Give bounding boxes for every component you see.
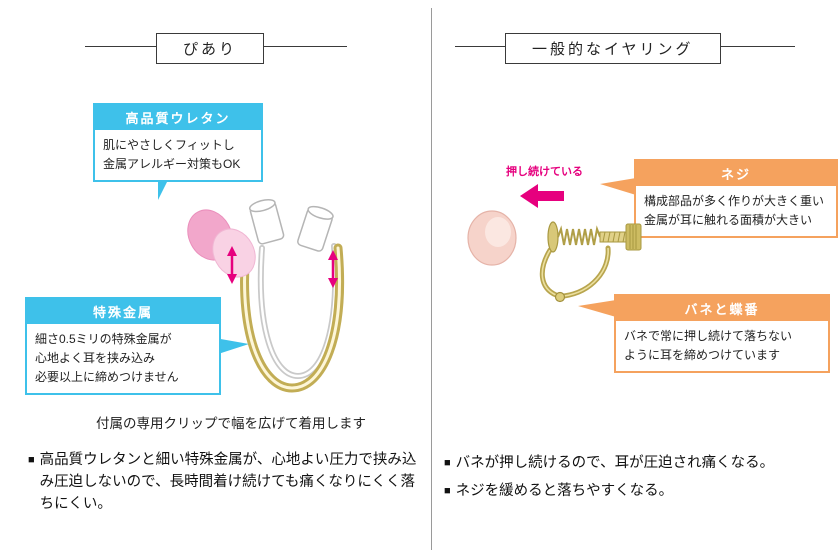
screw-callout-header: ネジ bbox=[636, 161, 836, 186]
screw-knob bbox=[625, 223, 642, 251]
urethane-cylinder-left bbox=[248, 198, 285, 245]
spring-body-line: ように耳を締めつけています bbox=[624, 348, 781, 362]
spring-callout-header: バネと蝶番 bbox=[616, 296, 828, 321]
spring-body-line: バネで常に押し続けて落ちない bbox=[624, 329, 793, 343]
piari-bullet: ■ 高品質ウレタンと細い特殊金属が、心地よい圧力で挟み込み圧迫しないので、長時間… bbox=[28, 449, 420, 515]
piari-earring-illustration bbox=[187, 198, 345, 393]
urethane-callout-header: 高品質ウレタン bbox=[95, 105, 261, 130]
pressure-arrow-right bbox=[328, 250, 338, 288]
metal-callout-header: 特殊金属 bbox=[27, 299, 219, 324]
metal-callout: 特殊金属 細さ0.5ミリの特殊金属が 心地よく耳を挟み込み 必要以上に締めつけま… bbox=[25, 297, 221, 395]
urethane-cylinder-right bbox=[297, 205, 334, 252]
frame-left-arm bbox=[539, 247, 559, 298]
urethane-callout: 高品質ウレタン 肌にやさしくフィットし 金属アレルギー対策もOK bbox=[93, 103, 263, 182]
pressing-arrow-icon bbox=[520, 184, 564, 208]
urethane-body-line: 金属アレルギー対策もOK bbox=[103, 157, 241, 171]
coil-spring bbox=[557, 225, 601, 246]
metal-body-line: 心地よく耳を挟み込み bbox=[35, 351, 156, 365]
metal-body-line: 細さ0.5ミリの特殊金属が bbox=[35, 332, 172, 346]
hinge bbox=[554, 291, 566, 303]
earlobe-highlight bbox=[485, 217, 511, 247]
spring-callout: バネと蝶番 バネで常に押し続けて落ちない ように耳を締めつけています bbox=[614, 294, 830, 373]
bullet-square-icon: ■ bbox=[444, 485, 451, 497]
metal-band-highlight bbox=[243, 246, 342, 390]
pressing-label: 押し続けている bbox=[506, 166, 583, 178]
regular-earring-title: 一般的なイヤリング bbox=[505, 33, 721, 64]
bullet-square-icon: ■ bbox=[28, 454, 35, 466]
screw-body-line: 金属が耳に触れる面積が大きい bbox=[644, 213, 813, 227]
screw-callout-tail bbox=[600, 178, 636, 195]
metal-body-line: 必要以上に締めつけません bbox=[35, 370, 179, 384]
pressure-arrow-left bbox=[227, 246, 237, 284]
frame-left-highlight bbox=[541, 249, 557, 296]
regular-earring-bullet: ■ バネが押し続けるので、耳が圧迫され痛くなる。 bbox=[444, 452, 836, 474]
screw-callout: ネジ 構成部品が多く作りが大きく重い 金属が耳に触れる面積が大きい bbox=[634, 159, 838, 238]
spring-callout-tail bbox=[578, 300, 616, 317]
clip-band-highlight bbox=[259, 244, 337, 378]
regular-earring-bullet: ■ ネジを緩めると落ちやすくなる。 bbox=[444, 480, 836, 502]
frame-right-highlight bbox=[563, 247, 609, 297]
column-divider bbox=[431, 8, 432, 550]
regular-earring-illustration bbox=[467, 184, 642, 303]
regular-earring-bullet-list: ■ バネが押し続けるので、耳が圧迫され痛くなる。 ■ ネジを緩めると落ちやすくな… bbox=[444, 452, 836, 502]
screw-body-line: 構成部品が多く作りが大きく重い bbox=[644, 194, 825, 208]
piari-bullet-list: ■ 高品質ウレタンと細い特殊金属が、心地よい圧力で挟み込み圧迫しないので、長時間… bbox=[28, 449, 420, 515]
piari-caption: 付属の専用クリップで幅を広げて着用します bbox=[96, 416, 366, 431]
bullet-square-icon: ■ bbox=[444, 457, 451, 469]
regular-earring-title-label: 一般的なイヤリング bbox=[532, 41, 694, 58]
regular-earring-bullet-text: バネが押し続けるので、耳が圧迫され痛くなる。 bbox=[455, 455, 775, 471]
piari-title-label: ぴあり bbox=[183, 41, 238, 58]
screw-rod bbox=[599, 231, 627, 243]
metal-callout-tail bbox=[215, 338, 249, 355]
urethane-body-line: 肌にやさしくフィットし bbox=[103, 138, 235, 152]
screw-callout-body: 構成部品が多く作りが大きく重い 金属が耳に触れる面積が大きい bbox=[636, 186, 836, 236]
regular-earring-bullet-text: ネジを緩めると落ちやすくなる。 bbox=[455, 483, 674, 499]
pressure-disc bbox=[547, 221, 559, 253]
urethane-callout-body: 肌にやさしくフィットし 金属アレルギー対策もOK bbox=[95, 130, 261, 180]
piari-bullet-text: 高品質ウレタンと細い特殊金属が、心地よい圧力で挟み込み圧迫しないので、長時間着け… bbox=[39, 452, 417, 512]
piari-title: ぴあり bbox=[156, 33, 265, 64]
metal-callout-body: 細さ0.5ミリの特殊金属が 心地よく耳を挟み込み 必要以上に締めつけません bbox=[27, 324, 219, 393]
spring-callout-body: バネで常に押し続けて落ちない ように耳を締めつけています bbox=[616, 321, 828, 371]
